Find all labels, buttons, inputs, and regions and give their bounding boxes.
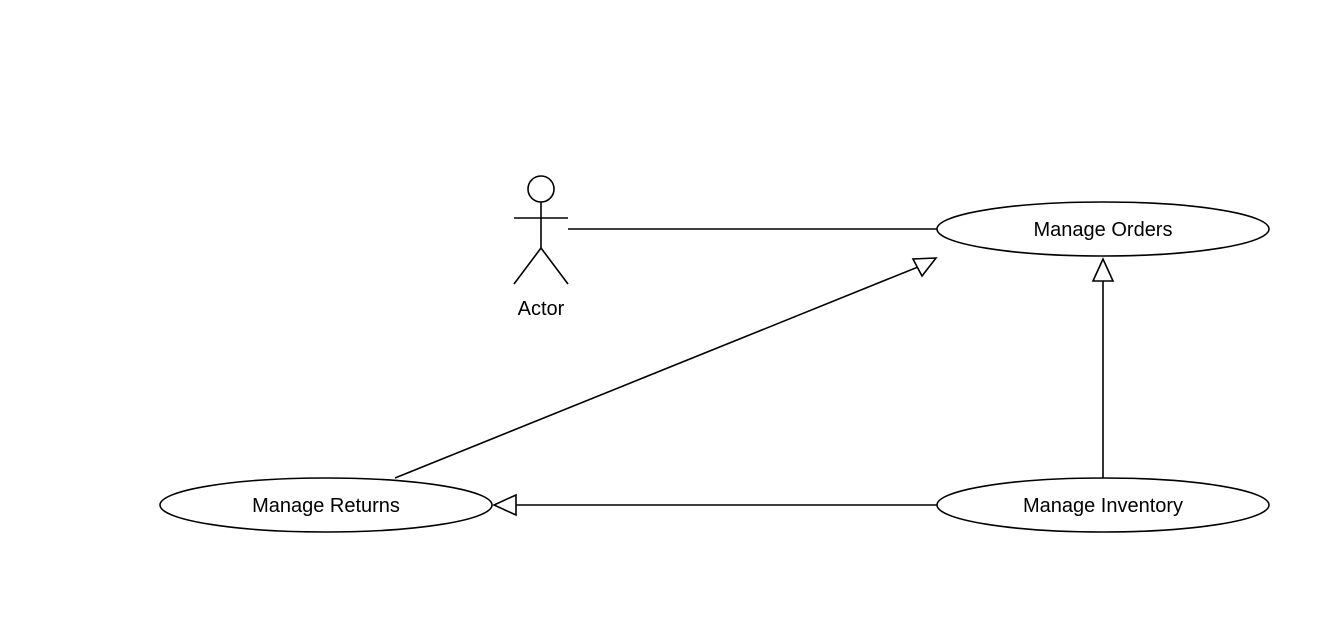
actor-label: Actor — [518, 298, 565, 320]
use-case-ellipse — [936, 201, 1270, 257]
use-case-manage-orders[interactable]: Manage Orders — [936, 201, 1270, 257]
actor-left-leg — [513, 247, 542, 285]
generalization-arrowhead — [492, 493, 517, 517]
generalization-inventory-to-returns — [492, 493, 937, 517]
generalization-arrowhead — [1091, 257, 1115, 282]
actor-head — [527, 175, 555, 203]
use-case-ellipse — [159, 477, 493, 533]
generalization-returns-to-orders — [394, 257, 938, 479]
use-case-manage-returns[interactable]: Manage Returns — [159, 477, 493, 533]
use-case-label: Manage Returns — [252, 495, 400, 517]
generalization-line — [394, 266, 919, 479]
actor[interactable]: Actor — [513, 175, 569, 320]
use-case-label: Manage Inventory — [1023, 495, 1183, 517]
actor-right-leg — [540, 247, 569, 285]
use-case-label: Manage Orders — [1034, 219, 1173, 241]
use-case-ellipse — [936, 477, 1270, 533]
generalization-arrowhead — [911, 257, 938, 278]
use-case-manage-inventory[interactable]: Manage Inventory — [936, 477, 1270, 533]
generalization-inventory-to-orders — [1091, 257, 1115, 478]
